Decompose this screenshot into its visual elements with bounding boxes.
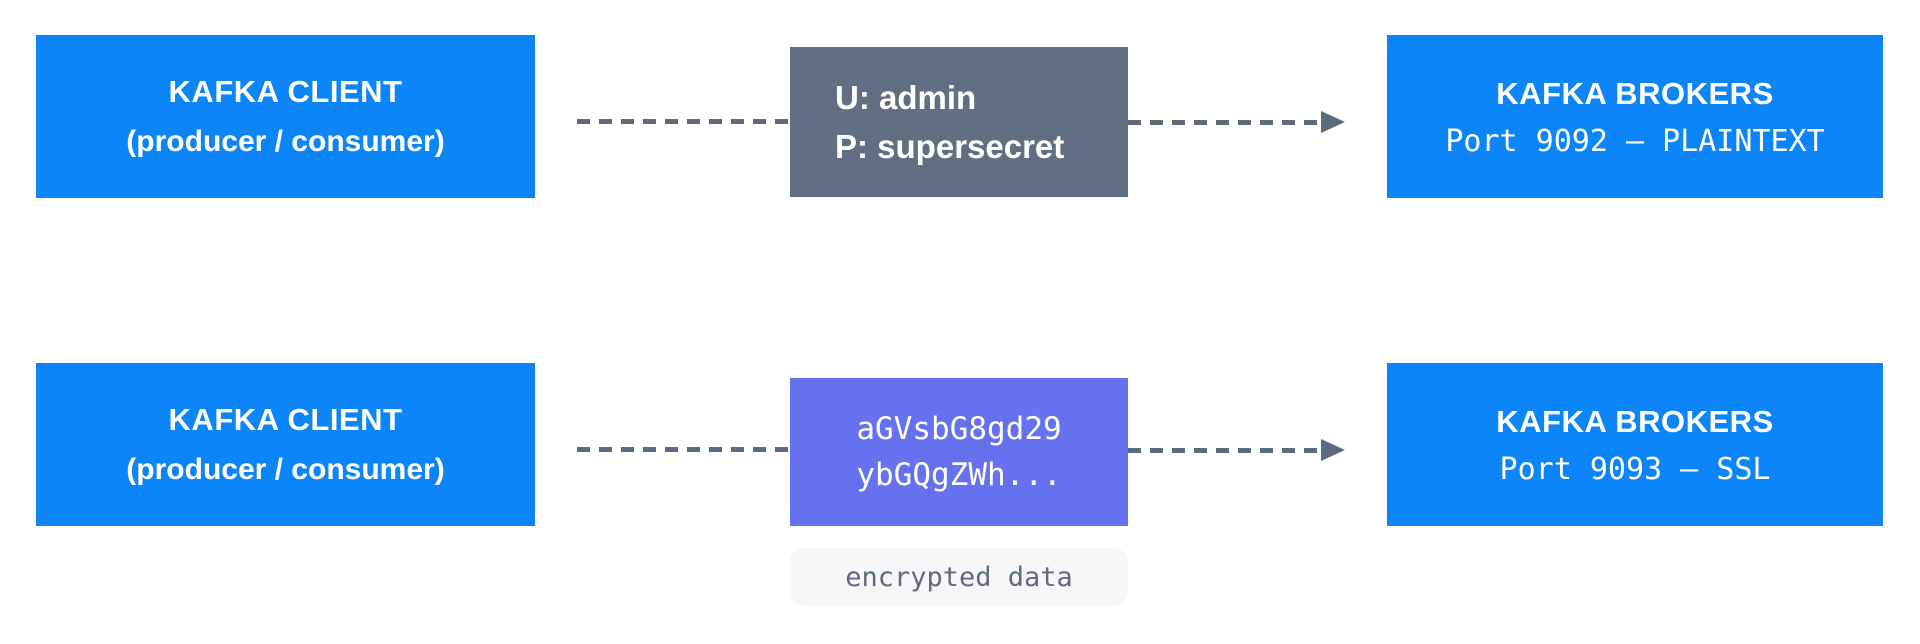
encrypted-payload-box: aGVsbG8gd29 ybGQgZWh... [790,378,1128,526]
kafka-client-box-plaintext: KAFKA CLIENT (producer / consumer) [36,35,535,198]
ciphertext-line-2: ybGQgZWh... [856,457,1062,493]
kafka-brokers-title: KAFKA BROKERS [1496,75,1774,111]
kafka-brokers-box-plaintext: KAFKA BROKERS Port 9092 – PLAINTEXT [1387,35,1883,198]
kafka-client-box-ssl: KAFKA CLIENT (producer / consumer) [36,363,535,526]
credentials-box: U: admin P: supersecret [790,47,1128,197]
kafka-client-title: KAFKA CLIENT [168,73,403,109]
arrowhead-right-icon [1321,111,1345,133]
arrowhead-right-icon [1321,439,1345,461]
dashed-line [1128,120,1325,125]
ciphertext-line-1: aGVsbG8gd29 [856,411,1062,447]
plaintext-dashed-arrow-right [1128,111,1345,133]
encrypted-data-label: encrypted data [790,548,1128,606]
ssl-dashed-line-left [577,447,790,452]
kafka-brokers-port: Port 9092 – PLAINTEXT [1445,123,1825,159]
kafka-brokers-port: Port 9093 – SSL [1499,451,1771,487]
ssl-dashed-arrow-right [1128,439,1345,461]
dashed-line [1128,448,1325,453]
kafka-client-subtitle: (producer / consumer) [126,124,445,158]
kafka-brokers-title: KAFKA BROKERS [1496,403,1774,439]
password-text: P: supersecret [835,128,1065,165]
plaintext-dashed-line-left [577,119,790,124]
kafka-client-subtitle: (producer / consumer) [126,452,445,486]
kafka-client-title: KAFKA CLIENT [168,401,403,437]
kafka-brokers-box-ssl: KAFKA BROKERS Port 9093 – SSL [1387,363,1883,526]
username-text: U: admin [835,79,977,116]
